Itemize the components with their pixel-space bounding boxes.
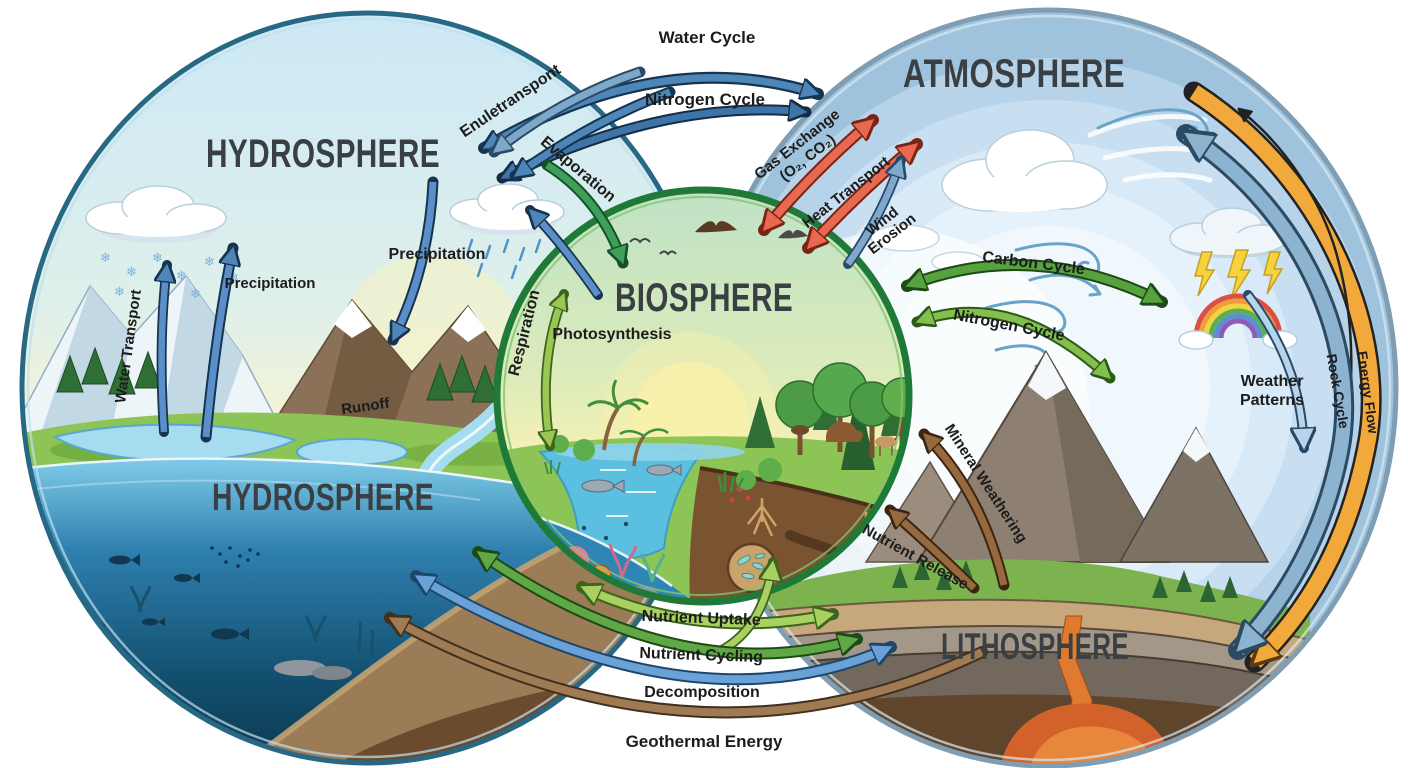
evapotranspiration-arrow: [494, 66, 646, 158]
rock-cycle-band: [1176, 124, 1355, 660]
svg-text:❄: ❄: [152, 250, 163, 265]
respiration-arrow: [546, 294, 569, 446]
svg-text:Weather: Weather: [1241, 373, 1304, 390]
nutrient-uptake-label: Nutrient Uptake: [641, 608, 761, 629]
decomposition-arrow: [416, 570, 891, 686]
nitrogen-cycle-right-arrow: [917, 312, 1116, 384]
geothermal-energy-arrow: [390, 612, 988, 719]
svg-text:Patterns: Patterns: [1240, 392, 1304, 409]
pine-trees-left: [56, 346, 162, 395]
hydrosphere-title: HYDROSPHERE: [206, 132, 440, 176]
biosphere-title: BIOSPHERE: [615, 276, 793, 320]
foam-line2: [9, 479, 481, 501]
runoff-label: Runoff: [340, 395, 391, 419]
biosphere-to-cloud-arrow: [530, 210, 603, 300]
nitrogen-cycle-top-label: Nitrogen Cycle: [645, 90, 765, 109]
seabed-deep-soil: [330, 668, 700, 768]
deer-body: [875, 436, 897, 448]
precipitation-left-label: Precipitation: [225, 275, 316, 292]
svg-text:❄: ❄: [176, 268, 187, 283]
lithosphere-title: LITHOSPHERE: [941, 626, 1129, 667]
hydrosphere-lower-title: HYDROSPHERE: [212, 477, 434, 519]
nutrient-cycling-label: Nutrient Cycling: [639, 645, 763, 666]
water-transport-arrow-2: [200, 248, 233, 443]
water-transport-arrow-1: [162, 265, 167, 437]
pine-trees-right: [426, 354, 499, 403]
weather-patterns-label: Weather Patterns: [1240, 373, 1304, 409]
water-sparkle: [600, 469, 656, 517]
snow-cloud: [85, 185, 227, 243]
svg-text:❄: ❄: [114, 284, 125, 299]
nutrient-release-arrow: [890, 504, 980, 594]
bear: [826, 422, 863, 442]
boar: [791, 425, 809, 435]
eagle: [695, 221, 737, 233]
decomposition-label: Decomposition: [644, 684, 760, 701]
photosynthesis-label: Photosynthesis: [552, 326, 671, 343]
sea-rock: [312, 666, 352, 680]
lake: [52, 423, 298, 462]
evapotranspiration-arrow-2: [515, 86, 676, 182]
precipitation-center-arrow: [387, 176, 439, 340]
salmon: [581, 464, 682, 493]
fish-silhouettes: [109, 546, 260, 640]
svg-text:❄: ❄: [228, 270, 239, 285]
coral-silhouettes: [82, 585, 375, 657]
wind-erosion-arrow: [843, 160, 901, 269]
water-cycle-label: Water Cycle: [659, 28, 756, 47]
geothermal-energy-label: Geothermal Energy: [626, 732, 783, 751]
svg-text:❄: ❄: [126, 264, 137, 279]
evaporation-arrow: [541, 159, 623, 263]
svg-text:❄: ❄: [100, 250, 111, 265]
weather-patterns-arrow: [1243, 290, 1304, 448]
svg-text:❄: ❄: [190, 286, 201, 301]
plants-flowers: [717, 472, 751, 503]
carbon-cycle-arrow: [907, 258, 1162, 308]
atmosphere-title: ATMOSPHERE: [903, 52, 1125, 96]
snowflakes: ❄❄❄ ❄❄❄ ❄❄: [100, 250, 239, 301]
svg-text:❄: ❄: [204, 254, 215, 269]
mineral-weathering-arrow: [918, 428, 1010, 591]
cumulus-cloud: [941, 129, 1108, 212]
precipitation-center-label: Precipitation: [389, 246, 486, 263]
